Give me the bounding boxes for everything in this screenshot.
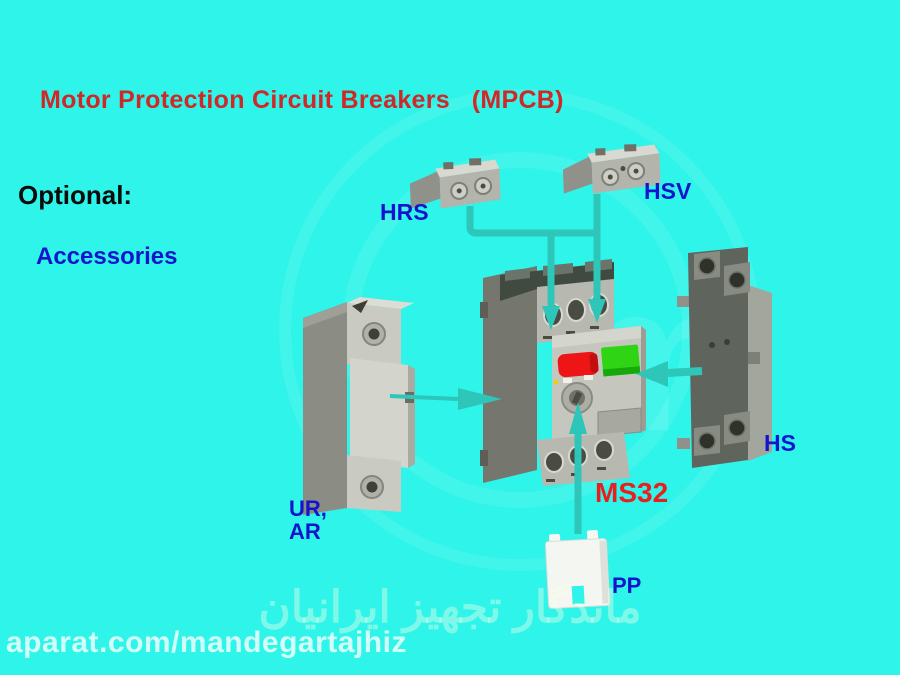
stop-button	[557, 351, 599, 378]
slide-title: Motor Protection Circuit Breakers (MPCB)	[40, 86, 564, 114]
hsv-module	[562, 144, 661, 194]
optional-label: Optional:	[18, 180, 133, 210]
hsv-label: HSV	[644, 178, 692, 204]
arrow-pp-to-breaker	[569, 402, 587, 534]
ur-ar-module	[303, 297, 415, 515]
hrs-module	[409, 158, 501, 209]
accessories-label: Accessories	[36, 243, 178, 270]
hs-module	[677, 247, 772, 468]
hs-label: HS	[764, 430, 796, 456]
arrow-hrs-to-breaker	[466, 206, 595, 330]
ms32-label: MS32	[595, 477, 669, 508]
pp-label: PP	[612, 573, 642, 598]
ur-label-line2: AR	[289, 519, 321, 545]
start-button	[601, 344, 641, 377]
pp-plate	[544, 529, 611, 609]
hrs-label: HRS	[380, 199, 429, 225]
arrow-hsv-to-breaker	[588, 194, 606, 323]
flow-arrows	[389, 194, 703, 534]
arrow-urar-to-breaker	[389, 388, 502, 410]
ms32-breaker	[480, 259, 646, 486]
aparat-url-watermark: aparat.com/mandegartajhiz	[6, 626, 407, 659]
ur-ar-label: UR, AR	[289, 497, 327, 543]
ur-label-line1: UR,	[289, 496, 327, 521]
persian-watermark: ماندگار تجهیز ایرانیان	[258, 583, 642, 632]
arrow-hs-to-breaker	[636, 361, 703, 387]
